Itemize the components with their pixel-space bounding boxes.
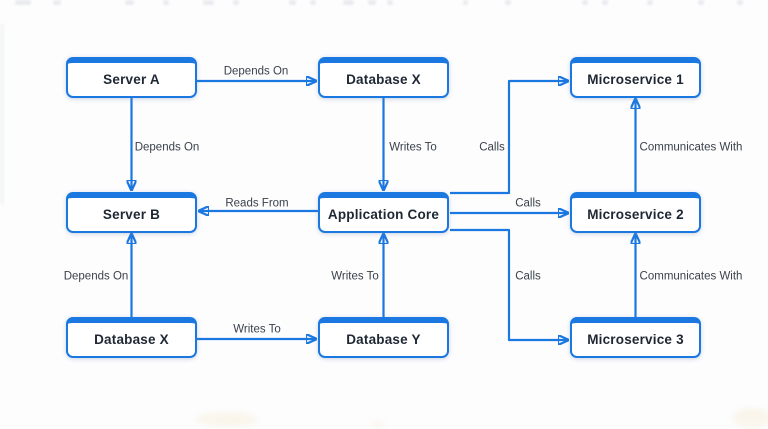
top-edge-artifact xyxy=(289,0,296,5)
node-label: Database X xyxy=(94,332,169,347)
edge-label-calls-3: Calls xyxy=(515,270,541,283)
edge-label-communicates-with-1: Communicates With xyxy=(639,141,743,154)
edge-label-writes-to-2: Writes To xyxy=(233,323,281,336)
edge-label-depends-on-3: Depends On xyxy=(63,270,129,283)
edge-label-communicates-with-2: Communicates With xyxy=(639,270,743,283)
node-label: Server B xyxy=(102,207,161,222)
edge-label-calls-2: Calls xyxy=(515,197,541,210)
top-edge-artifact xyxy=(647,0,653,5)
top-edge-artifact xyxy=(125,0,134,5)
node-server-a[interactable]: Server A xyxy=(66,57,197,98)
top-edge-artifact xyxy=(15,0,31,5)
top-edge-artifact xyxy=(233,0,239,5)
node-label: Microservice 3 xyxy=(587,332,684,347)
edge-label-depends-on-2: Depends On xyxy=(134,141,200,154)
node-label: Microservice 1 xyxy=(587,72,684,87)
edge-label-depends-on-1: Depends On xyxy=(223,65,289,78)
top-edge-artifact xyxy=(163,0,169,5)
top-edge-artifact xyxy=(203,0,214,5)
node-label: Microservice 2 xyxy=(587,207,684,222)
edge-label-writes-to-1: Writes To xyxy=(389,141,437,154)
node-microservice-1[interactable]: Microservice 1 xyxy=(570,57,701,98)
edge-application-core-to-microservice-3 xyxy=(450,228,568,340)
node-database-x-top[interactable]: Database X xyxy=(318,57,449,98)
top-edge-artifact xyxy=(698,0,704,5)
node-microservice-3[interactable]: Microservice 3 xyxy=(570,317,701,358)
top-edge-artifact xyxy=(505,0,511,5)
node-database-x-bottom[interactable]: Database X xyxy=(66,317,197,358)
top-edge-artifact xyxy=(602,0,608,5)
bottom-edge-artifact xyxy=(733,408,768,428)
node-label: Server A xyxy=(103,72,160,87)
node-database-y[interactable]: Database Y xyxy=(318,317,449,358)
top-edge-artifact xyxy=(463,0,468,5)
top-edge-artifact xyxy=(582,0,588,5)
top-edge-artifact xyxy=(310,0,316,5)
top-edge-artifact xyxy=(368,0,376,5)
node-microservice-2[interactable]: Microservice 2 xyxy=(570,192,701,233)
node-application-core[interactable]: Application Core xyxy=(318,192,449,233)
top-edge-artifact xyxy=(343,0,354,5)
left-edge-artifact xyxy=(0,24,4,204)
node-label: Application Core xyxy=(327,207,440,222)
edge-label-calls-1: Calls xyxy=(479,141,505,154)
bottom-edge-artifact xyxy=(372,421,384,428)
node-label: Database Y xyxy=(346,332,421,347)
node-label: Database X xyxy=(346,72,421,87)
edge-label-writes-to-3: Writes To xyxy=(331,270,379,283)
top-edge-artifact xyxy=(53,0,61,5)
top-edge-artifact xyxy=(737,0,743,5)
top-edge-artifact xyxy=(387,0,393,5)
node-server-b[interactable]: Server B xyxy=(66,192,197,233)
bottom-edge-artifact xyxy=(196,412,258,427)
edge-label-reads-from: Reads From xyxy=(225,197,289,210)
edge-application-core-to-microservice-1 xyxy=(450,81,568,195)
